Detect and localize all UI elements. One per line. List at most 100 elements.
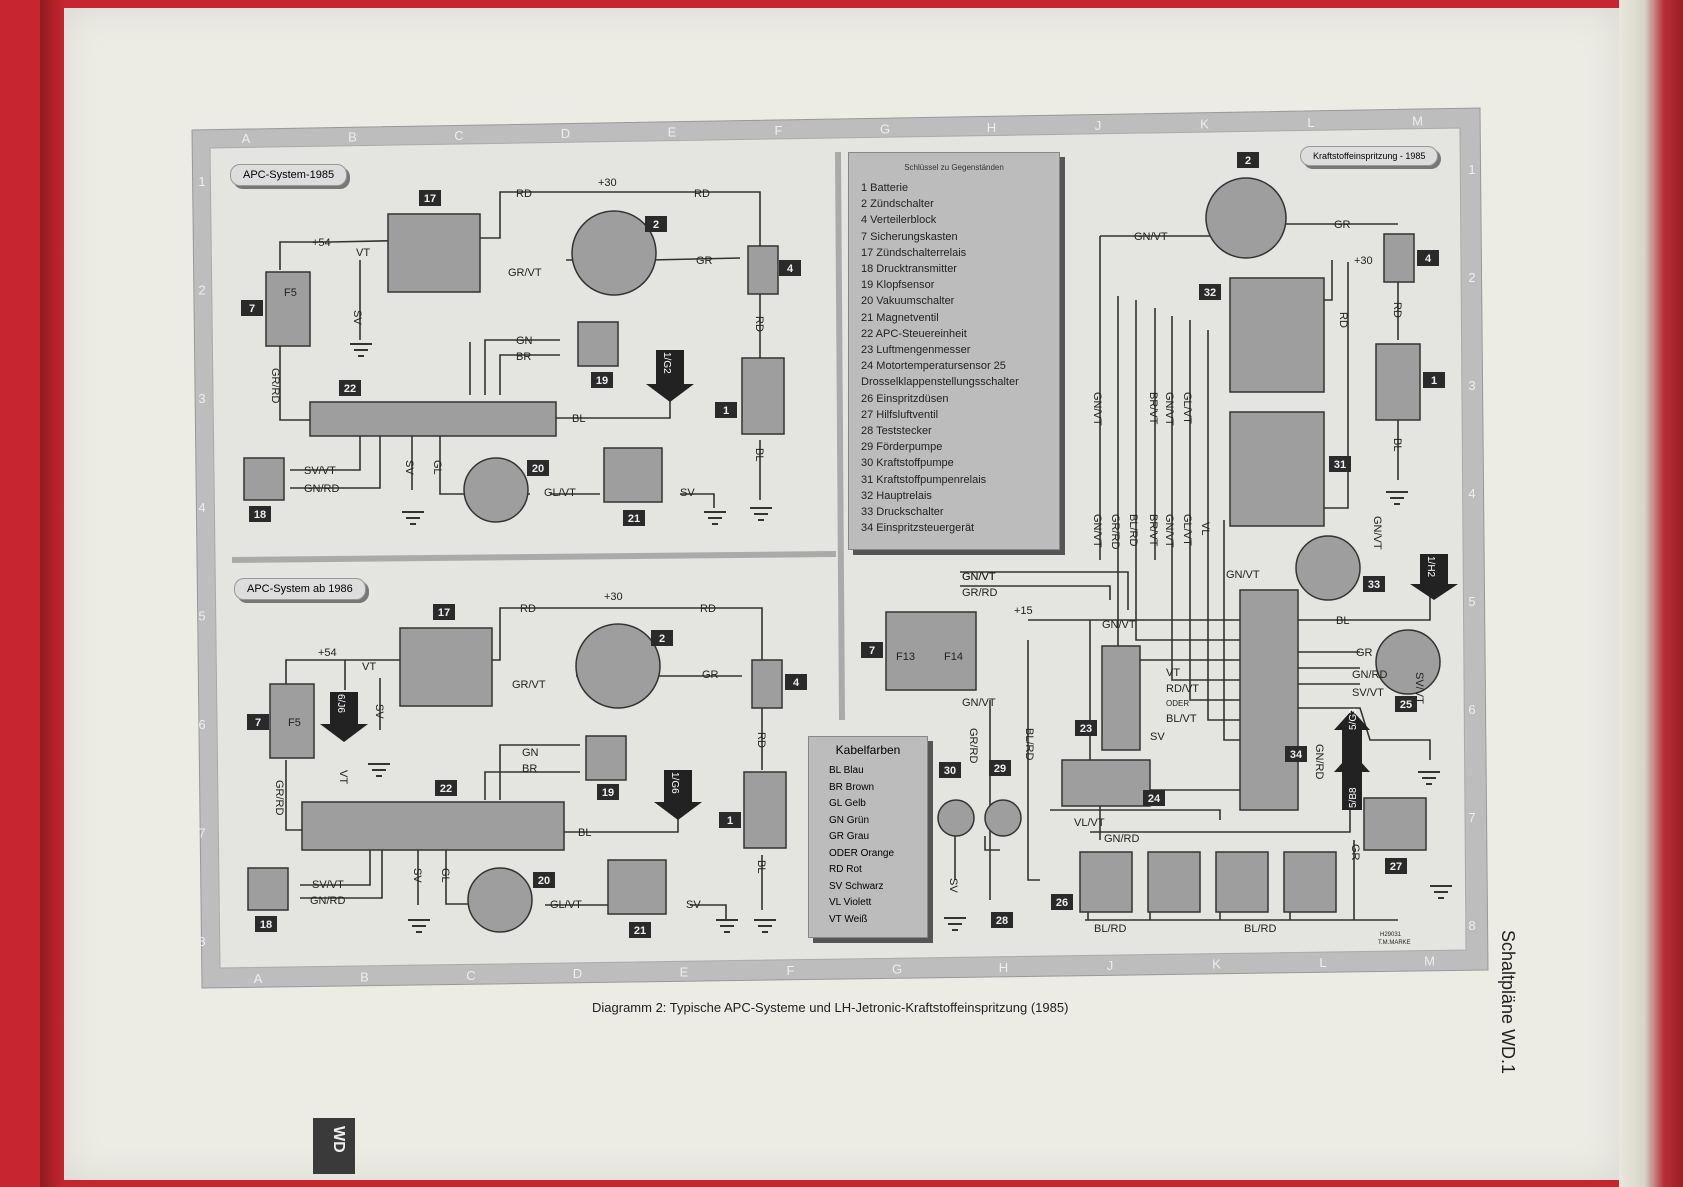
ignition-switch-2-fuel xyxy=(1205,177,1287,259)
badge-number-21: 21 xyxy=(628,513,640,525)
wire-label-blrd-2: BL/RD xyxy=(1244,923,1276,935)
badge-component-23: 23 xyxy=(1075,720,1097,736)
grid-column-g-bottom: G xyxy=(892,961,902,976)
grid-row-6-right: 6 xyxy=(1468,702,1475,717)
key-item: 2 Zündschalter xyxy=(861,198,934,211)
key-item: 24 Motortemperatursensor 25 xyxy=(861,360,1006,373)
wire-label-gn-1: GN xyxy=(516,335,533,347)
badge-component-27: 27 xyxy=(1385,858,1407,874)
wire-label-gnvt-4: GN/VT xyxy=(1102,619,1136,631)
wire-label-sv-2: SV xyxy=(686,899,701,911)
wire-label-sv-v5: SV xyxy=(947,878,959,893)
wire-label-sv-v4: SV xyxy=(411,868,423,883)
wire-label-gr-3: GR xyxy=(1334,219,1351,231)
wire-label-gnvt-v5: GN/VT xyxy=(1371,516,1383,550)
wire-label-plus54-1: +54 xyxy=(312,237,331,249)
grid-column-a-bottom: A xyxy=(254,971,263,986)
key-item: Drosselklappenstellungsschalter xyxy=(861,376,1019,389)
solenoid-valve-21-apc86 xyxy=(607,859,667,915)
wire-label-gnrd-4: GN/RD xyxy=(1104,833,1140,845)
fuse-box-7-fuel xyxy=(885,611,977,691)
grid-row-1-left: 1 xyxy=(198,174,205,189)
badge-number-22: 22 xyxy=(344,383,356,395)
grid-column-l-bottom: L xyxy=(1319,955,1326,970)
wire-label-bl-v1: BL xyxy=(753,448,765,461)
badge-component-4: 4 xyxy=(1417,250,1439,266)
section-title-apc-1985: APC-System-1985 xyxy=(230,164,348,186)
ref-label-b8: 5/B8 xyxy=(1348,787,1359,808)
relay-17-apc86 xyxy=(399,627,493,707)
badge-number-17: 17 xyxy=(438,607,450,619)
wire-label-grvt-1: GR/VT xyxy=(508,267,542,279)
wire-label-grrd-v2: GR/RD xyxy=(273,780,285,816)
ref-label-j6: 6/J6 xyxy=(335,694,346,713)
throttle-switch-25 xyxy=(1375,629,1441,695)
grid-row-1-right: 1 xyxy=(1468,162,1475,177)
grid-column-b-bottom: B xyxy=(360,969,369,984)
grid-column-e-bottom: E xyxy=(680,965,689,980)
badge-number-20: 20 xyxy=(532,463,544,475)
wire-label-rd-v4: RD xyxy=(1337,312,1349,328)
wire-label-grrd-v1: GR/RD xyxy=(269,368,281,404)
badge-number-24: 24 xyxy=(1148,793,1161,805)
key-item: 31 Kraftstoffpumpenrelais xyxy=(861,473,987,486)
wire-label-plus30-2: +30 xyxy=(604,591,623,603)
page-edge xyxy=(1619,0,1683,1187)
cable-color-item: BL Blau xyxy=(829,765,864,776)
wire-label-plus15: +15 xyxy=(1014,605,1033,617)
badge-component-7: 7 xyxy=(241,300,263,316)
ref-label-g2: 1/G2 xyxy=(661,352,672,374)
grid-row-4-left: 4 xyxy=(198,500,205,515)
wire-label-glvt-1: GL/VT xyxy=(544,487,576,499)
wire-label-gnvt-5: GN/VT xyxy=(962,571,996,583)
wire-label-sv-v3: SV xyxy=(373,704,385,719)
injector-26-1 xyxy=(1079,851,1133,913)
wire-label-gnvt-v1: GN/VT xyxy=(1091,392,1103,426)
badge-number-2: 2 xyxy=(659,633,665,645)
badge-component-18: 18 xyxy=(255,916,277,932)
key-item: 34 Einspritzsteuergerät xyxy=(861,522,975,535)
fuse-label-f5-2: F5 xyxy=(288,717,301,729)
injection-control-unit-34 xyxy=(1239,589,1299,811)
grid-column-c-top: C xyxy=(454,128,463,143)
wire-label-grrd-1: GR/RD xyxy=(962,587,998,599)
badge-number-30: 30 xyxy=(944,765,956,777)
fuse-box-7-apc85 xyxy=(265,271,311,347)
wire-label-gr-2: GR xyxy=(702,669,719,681)
drawing-code: H29031 xyxy=(1380,932,1402,938)
vacuum-switch-20-apc85 xyxy=(463,457,529,523)
wire-label-rd-2: RD xyxy=(694,188,710,200)
badge-component-2: 2 xyxy=(645,216,667,232)
apc-control-unit-22-apc85 xyxy=(309,401,557,437)
cable-colors-title: Kabelfarben xyxy=(835,743,901,757)
wire-label-rd-3: RD xyxy=(520,603,536,615)
grid-column-d-top: D xyxy=(561,126,570,141)
grid-column-d-bottom: D xyxy=(573,966,582,981)
grid-row-8-right: 8 xyxy=(1468,918,1475,933)
grid-row-6-left: 6 xyxy=(198,717,205,732)
grid-row-2-right: 2 xyxy=(1468,270,1475,285)
key-item: 17 Zündschalterrelais xyxy=(861,246,967,259)
wire-label-gr-1: GR xyxy=(696,255,713,267)
wire-label-rd-v1: RD xyxy=(753,316,765,332)
main-relay-32 xyxy=(1229,277,1325,393)
badge-number-18: 18 xyxy=(254,509,266,521)
component-badges: 1247171819202122124717181920212224323113… xyxy=(241,152,1445,938)
battery-1-apc85 xyxy=(741,357,785,435)
temperature-sensor-24 xyxy=(1061,759,1151,807)
wire-label-gnrd-1: GN/RD xyxy=(304,483,340,495)
relay-17-apc85 xyxy=(387,213,481,293)
wire-label-gnvt-v4: GN/VT xyxy=(1163,514,1175,548)
wire-label-glvt-v2: GL/VT xyxy=(1181,514,1193,546)
cable-color-item: GN Grün xyxy=(829,814,870,826)
wire-label-bl-v3: BL xyxy=(1391,438,1403,451)
cable-color-item: ODER Orange xyxy=(829,847,895,859)
badge-number-25: 25 xyxy=(1400,699,1412,711)
grid-column-k-top: K xyxy=(1200,117,1209,132)
badge-component-31: 31 xyxy=(1329,456,1351,472)
badge-number-20: 20 xyxy=(538,875,550,887)
grid-column-j-top: J xyxy=(1095,118,1102,133)
panel-divider-horizontal xyxy=(231,551,837,563)
badge-component-1: 1 xyxy=(715,402,737,418)
